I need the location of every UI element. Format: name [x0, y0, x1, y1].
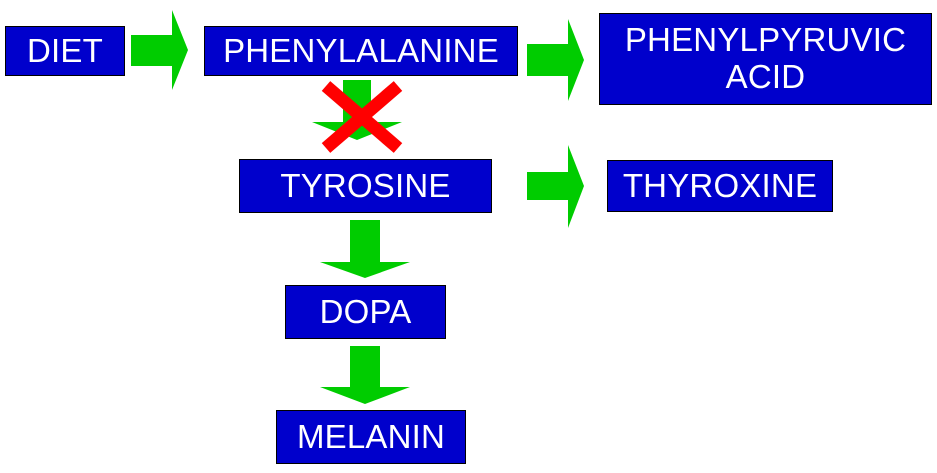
arrow-tyrosine-to-thyroxine: [527, 145, 584, 228]
node-phenylpyruvic-acid: PHENYLPYRUVIC ACID: [599, 13, 932, 105]
arrow-tyrosine-to-dopa: [320, 220, 410, 278]
node-diet-label: DIET: [27, 31, 103, 69]
node-diet: DIET: [5, 26, 125, 76]
arrow-dopa-to-melanin: [320, 346, 410, 404]
node-thyroxine: THYROXINE: [607, 160, 833, 212]
node-melanin-label: MELANIN: [296, 417, 446, 455]
node-phenylpyruvic-acid-label: PHENYLPYRUVIC ACID: [624, 21, 907, 95]
cross-mark-icon: [321, 81, 403, 153]
node-melanin: MELANIN: [276, 410, 466, 464]
node-dopa: DOPA: [285, 285, 446, 339]
node-dopa-label: DOPA: [319, 292, 412, 330]
node-tyrosine-label: TYROSINE: [280, 166, 451, 204]
arrow-phenylalanine-to-phenylpyruvic-acid: [527, 19, 584, 101]
arrow-diet-to-phenylalanine: [131, 10, 188, 90]
node-phenylalanine: PHENYLALANINE: [204, 26, 518, 76]
node-phenylalanine-label: PHENYLALANINE: [223, 31, 499, 69]
node-thyroxine-label: THYROXINE: [622, 166, 818, 204]
node-tyrosine: TYROSINE: [239, 159, 492, 213]
